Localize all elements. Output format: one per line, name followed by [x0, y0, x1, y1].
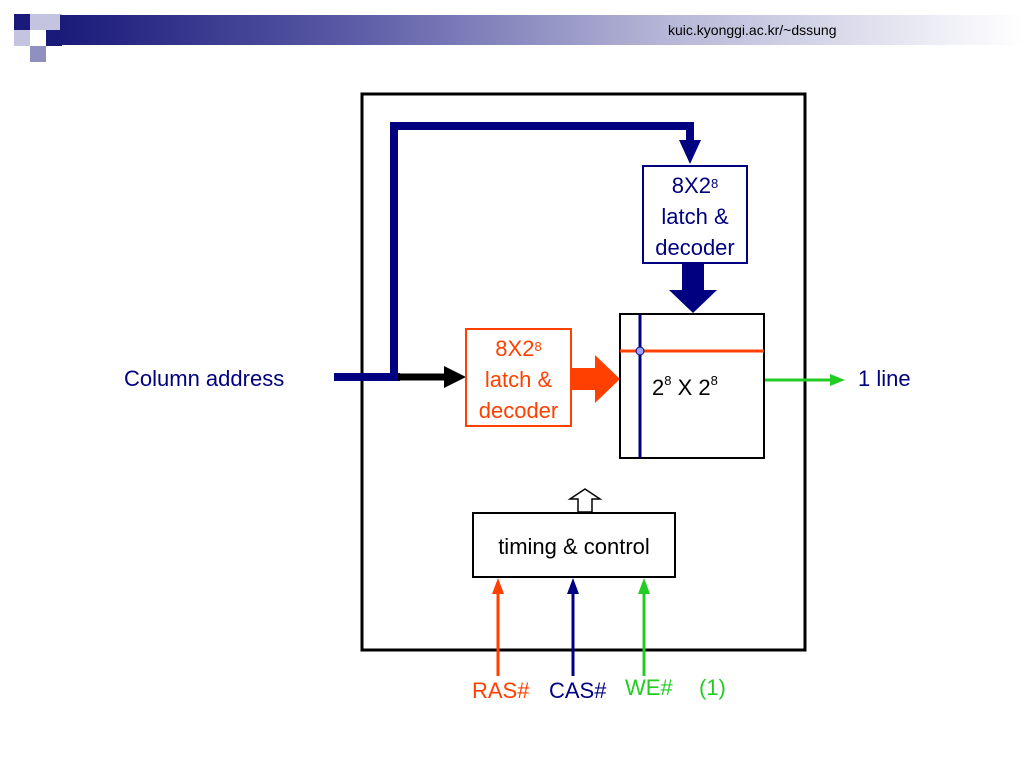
we-signal-label: WE# [625, 675, 673, 700]
we-signal-note: (1) [699, 675, 726, 700]
upper-decoder-output [682, 264, 704, 292]
we-arrowhead [638, 578, 650, 594]
column-address-label: Column address [124, 366, 285, 391]
upper-decoder-line3: decoder [655, 235, 735, 260]
upper-decoder-line2: latch & [661, 204, 729, 229]
timing-control-label: timing & control [498, 534, 650, 559]
control-hollow-arrow [567, 488, 603, 513]
left-decoder-line2: latch & [484, 367, 553, 392]
header-square [46, 14, 62, 30]
upper-decoder-label: 8X28 latch & decoder [643, 170, 747, 263]
ras-signal-label: RAS# [472, 678, 530, 703]
header-square [14, 14, 30, 30]
upper-decoder-output-arrowhead [669, 290, 717, 313]
header-square [30, 46, 46, 62]
array-cell-dot [635, 346, 645, 356]
header-square [14, 30, 30, 46]
ras-arrowhead [492, 578, 504, 594]
chip-boundary [360, 92, 807, 652]
header-gradient-bar [60, 15, 1024, 45]
header-square [30, 14, 46, 30]
upper-decoder-feed [390, 122, 694, 377]
left-decoder-line1: 8X28 [495, 336, 542, 361]
output-label: 1 line [858, 366, 911, 391]
memory-array-box [619, 313, 765, 459]
left-decoder-box [465, 328, 572, 427]
left-decoder-output [571, 368, 597, 390]
memory-array-label: 28 X 28 [652, 373, 718, 400]
cas-signal-label: CAS# [549, 678, 607, 703]
upper-decoder-feed-arrowhead [679, 140, 701, 164]
left-decoder-feed-arrowhead [444, 366, 466, 388]
upper-decoder-box [642, 165, 748, 264]
left-decoder-line3: decoder [478, 398, 559, 423]
left-decoder-output-arrowhead [595, 355, 620, 403]
upper-decoder-line1: 8X28 [671, 173, 719, 198]
output-arrowhead [830, 374, 845, 386]
header-square [46, 30, 62, 46]
header-url: kuic.kyonggi.ac.kr/~dssung [668, 22, 837, 38]
timing-control-box [472, 512, 676, 578]
left-decoder-label: 8X28 latch & decoder [466, 333, 571, 426]
cas-arrowhead [567, 578, 579, 594]
